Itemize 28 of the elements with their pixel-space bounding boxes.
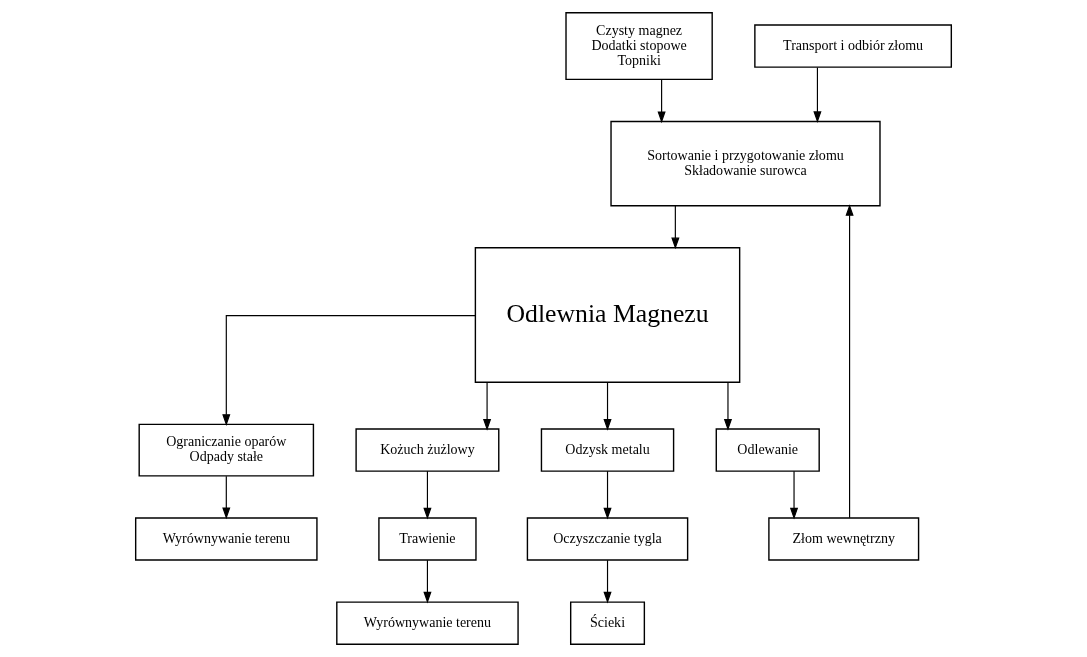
node-box: Trawienie — [378, 517, 477, 561]
arrow — [813, 67, 822, 123]
node-box: Wyrównywanie terenu — [336, 601, 519, 645]
node-box: Wyrównywanie terenu — [135, 517, 318, 561]
arrow — [482, 382, 492, 431]
node-box: Odlewnia Magnezu — [474, 247, 741, 383]
node-box: Sortowanie i przygotowanie złomu Składowanie surowca — [610, 120, 881, 207]
arrow — [423, 470, 432, 520]
node-box: Odlewanie — [715, 428, 820, 472]
node-box: Złom wewnętrzny — [768, 517, 920, 561]
node-box: Oczyszczanie tygla — [526, 517, 689, 561]
arrow — [222, 315, 476, 426]
arrow — [423, 559, 432, 604]
node-box: Kożuch żużlowy — [355, 428, 500, 472]
arrow — [671, 205, 680, 250]
arrow — [603, 470, 612, 520]
node-box: Czysty magnez Dodatki stopowe Topniki — [565, 12, 713, 81]
arrow — [603, 559, 612, 604]
arrow — [789, 470, 799, 520]
arrow — [603, 382, 612, 431]
arrow — [845, 204, 854, 519]
node-box: Transport i odbiór złomu — [754, 24, 953, 68]
arrow — [222, 475, 231, 520]
arrow — [723, 382, 733, 431]
node-box: Ograniczanie oparów Odpady stałe — [138, 423, 315, 477]
arrow — [657, 78, 666, 124]
node-box: Odzysk metalu — [540, 428, 675, 472]
node-box: Ścieki — [570, 601, 646, 645]
